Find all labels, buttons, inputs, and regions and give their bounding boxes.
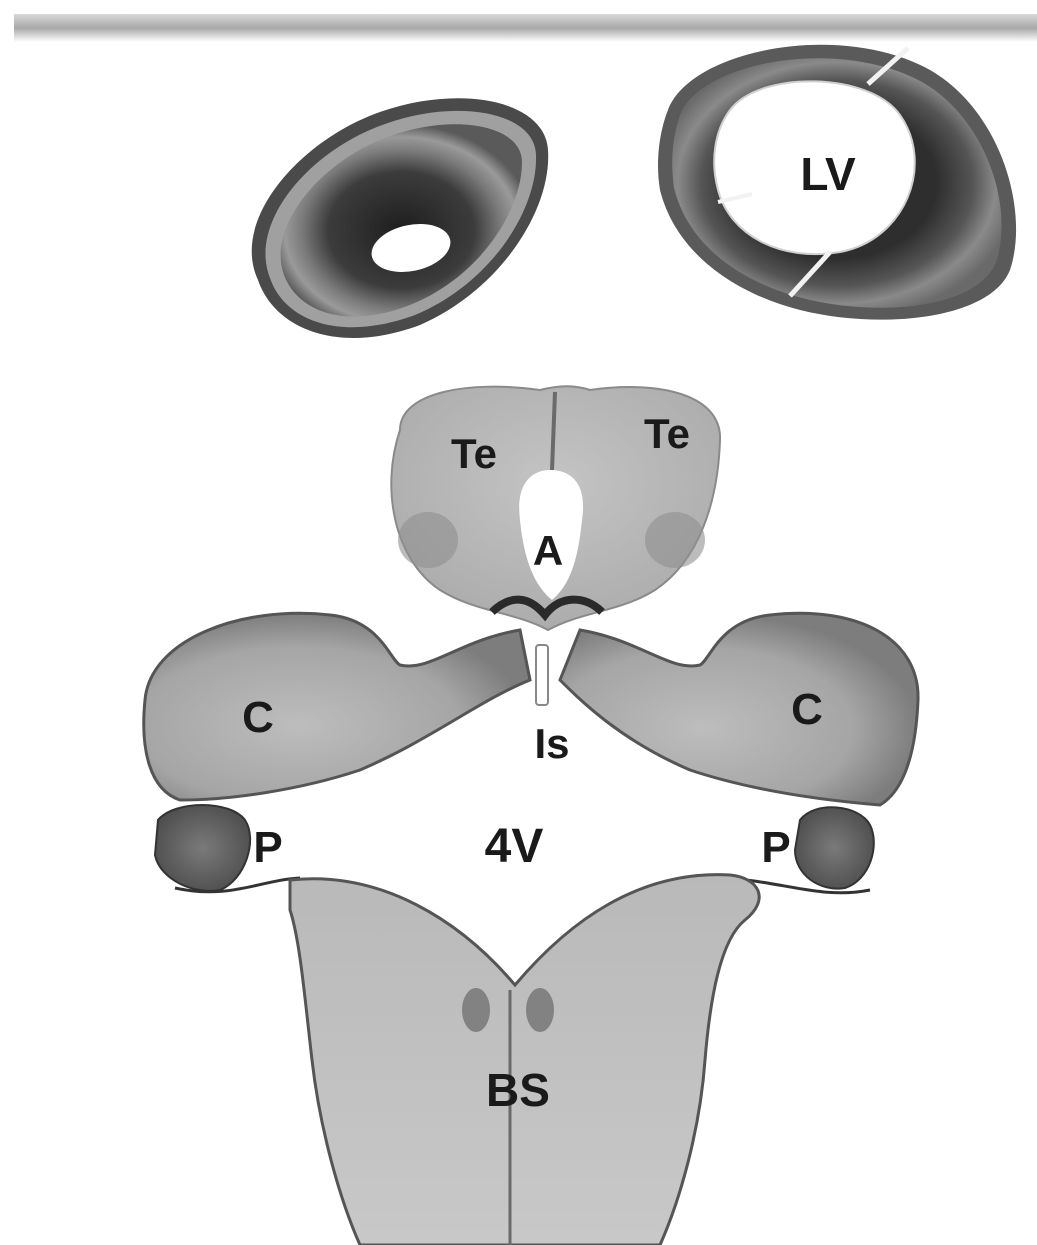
label-fourth-ventricle: 4V xyxy=(485,820,544,873)
left-hemisphere-section xyxy=(252,98,549,338)
label-brainstem: BS xyxy=(486,1064,550,1116)
choroid-plexus-right xyxy=(795,807,874,888)
label-aqueduct: A xyxy=(533,527,563,574)
label-choroid-plexus-right: P xyxy=(761,823,790,872)
top-shadow-bar xyxy=(14,14,1037,42)
isthmus-marker xyxy=(536,645,548,705)
label-cerebellum-right: C xyxy=(791,685,823,734)
label-cerebellum-left: C xyxy=(242,693,274,742)
cerebellum-right xyxy=(560,613,918,805)
cerebellum-left xyxy=(144,613,530,800)
label-tectum-right: Te xyxy=(644,410,690,457)
label-isthmus: Is xyxy=(534,720,569,767)
brainstem-section xyxy=(290,875,759,1245)
choroid-plexus-left xyxy=(155,805,250,891)
label-choroid-plexus-left: P xyxy=(253,823,282,872)
label-lateral-ventricle: LV xyxy=(800,148,856,200)
label-tectum-left: Te xyxy=(451,430,497,477)
